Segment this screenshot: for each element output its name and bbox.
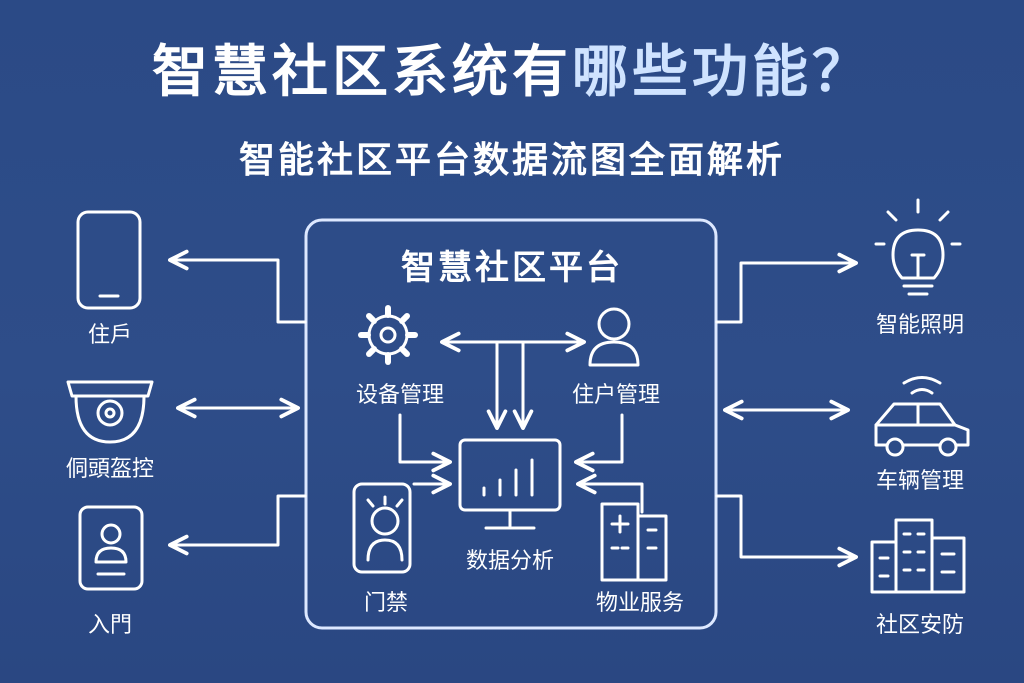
car-icon xyxy=(874,376,970,457)
buildings-icon xyxy=(870,518,966,594)
arrow-to-security xyxy=(715,494,858,568)
module-analytics-label: 数据分析 xyxy=(465,549,555,574)
right-node-label-security: 社区安防 xyxy=(875,613,965,638)
property-building-icon xyxy=(600,502,668,582)
id-card-icon xyxy=(78,505,144,591)
left-node-label-entry: 入門 xyxy=(87,613,133,638)
title-accent: 哪些功能？ xyxy=(572,40,872,105)
arrow-device-to-analytics xyxy=(398,413,452,473)
monitor-icon xyxy=(458,438,562,530)
person-icon xyxy=(588,307,640,367)
arrow-resident-to-analytics xyxy=(574,413,624,473)
lightbulb-icon xyxy=(874,198,962,296)
right-node-label-lighting: 智能照明 xyxy=(875,313,965,338)
camera-icon xyxy=(66,380,154,444)
platform-title: 智慧社区平台 xyxy=(401,248,623,288)
page-subtitle: 智能社区平台数据流图全面解析 xyxy=(238,140,785,181)
arrow-property-to-analytics xyxy=(576,473,644,514)
module-access-label: 门禁 xyxy=(363,591,409,616)
arrow-to-resident xyxy=(168,249,307,324)
left-node-label-camera: 侗頭盔控 xyxy=(65,457,155,482)
smartphone-icon xyxy=(76,210,142,310)
module-device-label: 设备管理 xyxy=(355,383,445,408)
access-control-icon xyxy=(352,482,412,574)
title-main: 智慧社区系统有 xyxy=(152,40,572,105)
module-resident-label: 住户管理 xyxy=(571,383,661,408)
gear-icon xyxy=(358,305,418,365)
platform-frame xyxy=(304,218,718,630)
page-title: 智慧社区系统有哪些功能？ xyxy=(0,38,1024,108)
left-node-label-resident: 住戶 xyxy=(87,323,133,348)
right-node-label-vehicle: 车辆管理 xyxy=(875,469,965,494)
arrow-to-lighting xyxy=(715,252,858,324)
module-property-label: 物业服务 xyxy=(595,591,685,616)
arrow-to-entry xyxy=(168,494,307,556)
